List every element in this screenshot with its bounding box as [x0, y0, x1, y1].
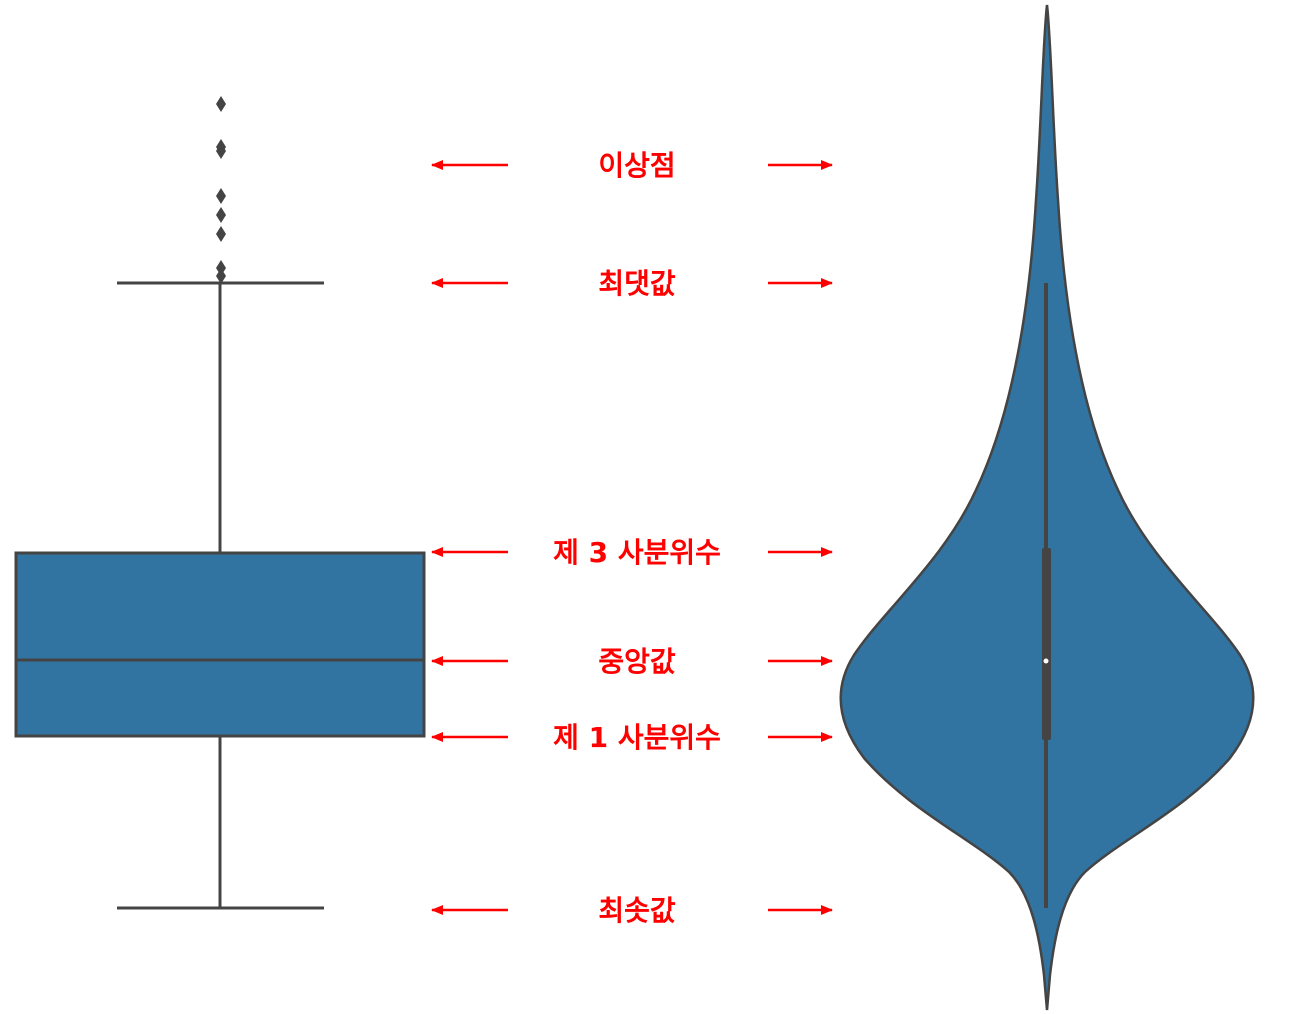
- label-median: 중앙값: [598, 645, 676, 678]
- label-maximum: 최댓값: [598, 267, 676, 300]
- diamond-icon: [216, 226, 226, 242]
- diamond-icon: [216, 188, 226, 204]
- violin-median-dot: [1043, 658, 1049, 664]
- outlier-markers: [216, 96, 226, 284]
- annotation-outliers: 이상점: [431, 149, 833, 182]
- label-q3: 제 3 사분위수: [553, 536, 721, 569]
- diamond-icon: [216, 96, 226, 112]
- label-minimum: 최솟값: [598, 894, 676, 927]
- annotation-median: 중앙값: [431, 645, 833, 678]
- annotations: 이상점 최댓값 제 3 사분위수 중앙값 제 1 사분위수: [431, 149, 833, 927]
- diamond-icon: [216, 207, 226, 223]
- label-q1: 제 1 사분위수: [553, 721, 721, 754]
- box-plot: [14, 96, 426, 910]
- diamond-icon: [216, 143, 226, 159]
- annotation-maximum: 최댓값: [431, 267, 833, 300]
- diamond-icon: [216, 268, 226, 284]
- annotation-q1: 제 1 사분위수: [431, 721, 833, 754]
- label-outliers: 이상점: [598, 149, 675, 182]
- violin-plot: [839, 4, 1255, 1011]
- annotation-q3: 제 3 사분위수: [431, 536, 833, 569]
- iqr-box: [14, 551, 426, 738]
- annotation-minimum: 최솟값: [431, 894, 833, 927]
- violin-iqr-box: [1042, 548, 1051, 740]
